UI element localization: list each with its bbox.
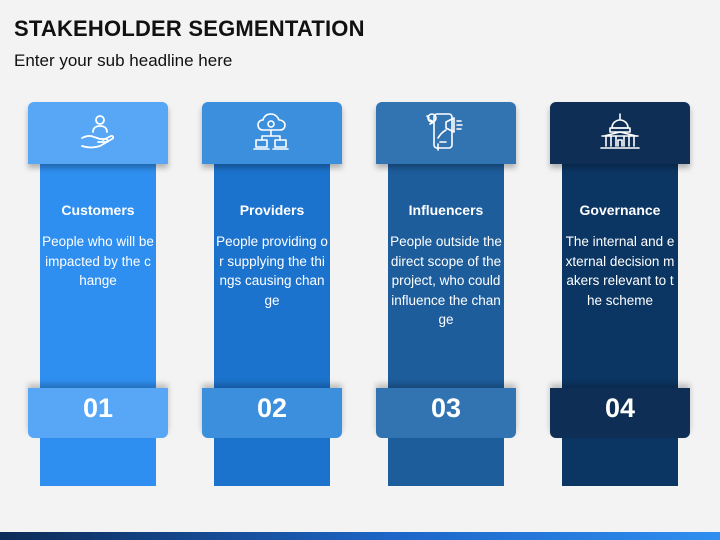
card-heading: Governance	[579, 202, 661, 218]
megaphone-phone-icon	[424, 110, 468, 154]
card-top-cap	[376, 102, 516, 164]
capitol-building-icon	[598, 110, 642, 154]
card-bottom-cap	[376, 388, 516, 438]
card-description: People providing or supplying the things…	[216, 234, 328, 308]
card-top-cap	[28, 102, 168, 164]
card-bottom-cap	[202, 388, 342, 438]
card-bottom-cap	[28, 388, 168, 438]
bottom-accent-bar	[0, 532, 720, 540]
card-top-cap	[550, 102, 690, 164]
card-number: 01	[82, 393, 114, 423]
segment-card-customers: Customers People who will be impacted by…	[28, 102, 168, 486]
card-number: 04	[604, 393, 636, 423]
card-heading: Customers	[61, 202, 135, 218]
card-description: People outside the direct scope of the p…	[390, 234, 502, 327]
segment-card-influencers: Influencers People outside the direct sc…	[376, 102, 516, 486]
cloud-network-icon	[250, 110, 294, 154]
card-heading: Influencers	[408, 202, 484, 218]
card-description: The internal and external decision maker…	[565, 234, 675, 308]
card-bottom-cap	[550, 388, 690, 438]
card-description: People who will be impacted by the chang…	[42, 234, 154, 288]
segment-card-governance: Governance The internal and external dec…	[550, 102, 690, 486]
segment-card-providers: Providers People providing or supplying …	[202, 102, 342, 486]
card-top-cap	[202, 102, 342, 164]
card-heading: Providers	[239, 202, 305, 218]
page-subtitle: Enter your sub headline here	[14, 51, 233, 70]
hand-person-icon	[76, 110, 120, 154]
card-number: 02	[256, 393, 288, 423]
page-title: STAKEHOLDER SEGMENTATION	[14, 16, 365, 41]
card-number: 03	[430, 393, 462, 423]
